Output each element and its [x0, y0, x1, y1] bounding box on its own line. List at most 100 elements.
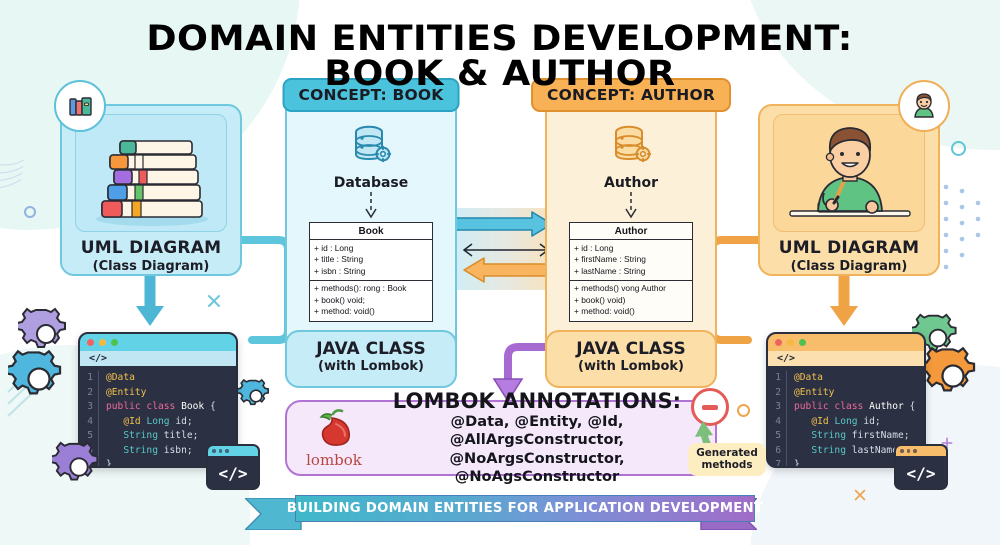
author-method-row: + method: void(): [574, 306, 635, 317]
right-editor-tab[interactable]: </>: [768, 351, 924, 366]
book-database-label: Database: [333, 175, 409, 191]
code-line-number: 5: [768, 429, 787, 444]
code-line: 5 String title;: [80, 429, 236, 444]
book-dashed-arrow: [365, 192, 377, 219]
author-footer-line2: (with Lombok): [578, 359, 684, 374]
left-minicode-card: </>: [206, 444, 260, 490]
code-line-text: @Data: [794, 372, 823, 383]
book-class-name: Book: [310, 223, 432, 240]
lombok-logo: lombok: [297, 408, 371, 469]
window-close-dot[interactable]: [87, 339, 94, 346]
gear-icon-small-center: [238, 378, 270, 406]
author-method-row: + book() void): [574, 294, 626, 305]
right-uml-label-line2: (Class Diagram): [790, 259, 908, 274]
decorative-ring-right: [951, 141, 966, 156]
left-uml-label: UML DIAGRAM (Class Diagram): [81, 238, 221, 274]
right-uml-card[interactable]: UML DIAGRAM (Class Diagram): [758, 104, 940, 276]
code-line-number: 4: [768, 414, 787, 430]
book-footer-line1: JAVA CLASS: [316, 339, 426, 359]
decorative-ring-lombok: [737, 404, 750, 417]
page-title-main: DOMAIN ENTITIES DEVELOPMENT:: [146, 19, 854, 59]
book-database-icon: [348, 122, 394, 173]
left-editor-titlebar: [80, 334, 236, 351]
code-line: 4 @Id Long id;: [80, 414, 236, 430]
code-line: 3 public class Book {: [80, 400, 236, 415]
author-concept-pill: CONCEPT: AUTHOR: [531, 78, 731, 112]
callout-line2: methods: [701, 459, 753, 472]
right-minicode-card: </>: [894, 444, 948, 490]
author-class-attributes: + id : Long + firstName : String + lastN…: [570, 240, 692, 280]
left-uml-label-line2: (Class Diagram): [92, 259, 210, 274]
code-line-text: String isbn;: [106, 444, 193, 456]
callout-line1: Generated: [696, 447, 758, 459]
connector-right-uml-to-editor: [830, 274, 858, 326]
window-minimize-dot[interactable]: [99, 339, 106, 346]
author-database-label: Author: [604, 175, 658, 191]
code-line-text: }: [106, 459, 112, 468]
book-footer-line2: (with Lombok): [318, 359, 424, 374]
code-line-number: 3: [768, 400, 787, 415]
minus-circle-icon[interactable]: [691, 388, 729, 426]
gear-icon-blue-left: [8, 349, 62, 395]
code-line-text: }: [794, 459, 800, 468]
sparkle-icon-right: [854, 489, 866, 501]
right-uml-label: UML DIAGRAM (Class Diagram): [779, 238, 919, 274]
book-attribute-row: + title : String: [314, 254, 364, 265]
lombok-text-block: LOMBOK ANNOTATIONS: @Data, @Entity, @Id,…: [371, 390, 703, 485]
author-class-name: Author: [570, 223, 692, 240]
book-method-row: + methods(): rong : Book: [314, 283, 407, 294]
left-uml-card[interactable]: UML DIAGRAM (Class Diagram): [60, 104, 242, 276]
author-attribute-row: + id : Long: [574, 242, 614, 253]
code-line: 7}: [768, 458, 924, 468]
author-writing-illustration: [773, 114, 925, 232]
lombok-logo-name: lombok: [306, 450, 362, 469]
lombok-annotations-line1: @Data, @Entity, @Id, @AllArgsConstructor…: [449, 413, 625, 449]
book-class-methods: + methods(): rong : Book + book() void; …: [310, 279, 432, 321]
code-line-text: @Entity: [106, 386, 147, 398]
author-footer-line1: JAVA CLASS: [576, 339, 686, 359]
books-icon: [54, 80, 106, 132]
code-line-text: public class Book {: [106, 401, 216, 413]
book-stack-illustration: [75, 114, 227, 232]
author-method-row: + methods() vong Author: [574, 283, 666, 294]
book-java-class-footer[interactable]: JAVA CLASS (with Lombok): [285, 330, 457, 388]
author-class-methods: + methods() vong Author + book() void) +…: [570, 279, 692, 321]
author-class-box: Author + id : Long + firstName : String …: [569, 222, 693, 322]
decorative-ring-left: [24, 206, 36, 218]
window-maximize-dot[interactable]: [111, 339, 118, 346]
ribbon-tail-left: [245, 498, 302, 530]
code-line-number: 3: [80, 400, 99, 415]
author-database-icon: [608, 122, 654, 173]
code-line: 2@Entity: [80, 385, 236, 401]
code-line: 2@Entity: [768, 385, 924, 401]
code-line-number: 4: [80, 414, 99, 430]
book-method-row: + method: void(): [314, 306, 375, 317]
code-line-number: 2: [768, 385, 787, 401]
code-line: 6 String lastName;: [768, 443, 924, 459]
right-uml-label-line1: UML DIAGRAM: [778, 238, 920, 258]
chili-pepper-icon: [319, 408, 351, 446]
bottom-ribbon: BUILDING DOMAIN ENTITIES FOR APPLICATION…: [245, 495, 763, 535]
author-java-class-footer[interactable]: JAVA CLASS (with Lombok): [545, 330, 717, 388]
generated-methods-callout: Generated methods: [688, 443, 766, 476]
left-editor-tab[interactable]: </>: [80, 351, 236, 366]
connector-left-uml-to-editor: [136, 274, 164, 326]
window-close-dot[interactable]: [775, 339, 782, 346]
code-line-number: 1: [80, 371, 99, 386]
lombok-annotations-panel[interactable]: lombok LOMBOK ANNOTATIONS: @Data, @Entit…: [285, 388, 729, 485]
lombok-heading: LOMBOK ANNOTATIONS:: [392, 389, 682, 414]
code-line-number: 1: [768, 371, 787, 386]
ribbon-banner: BUILDING DOMAIN ENTITIES FOR APPLICATION…: [287, 495, 763, 522]
code-line: 1 @Data: [768, 371, 924, 386]
code-line-number: 6: [768, 443, 787, 459]
right-editor-titlebar: [768, 334, 924, 351]
code-line: 4 @Id Long id;: [768, 414, 924, 430]
lombok-annotations-line2: @NoArgsConstructor, @NoAgsConstructor: [449, 449, 625, 485]
window-maximize-dot[interactable]: [799, 339, 806, 346]
window-minimize-dot[interactable]: [787, 339, 794, 346]
right-minicode-glyph: </>: [906, 463, 936, 483]
sparkle-icon-left: [208, 295, 220, 307]
